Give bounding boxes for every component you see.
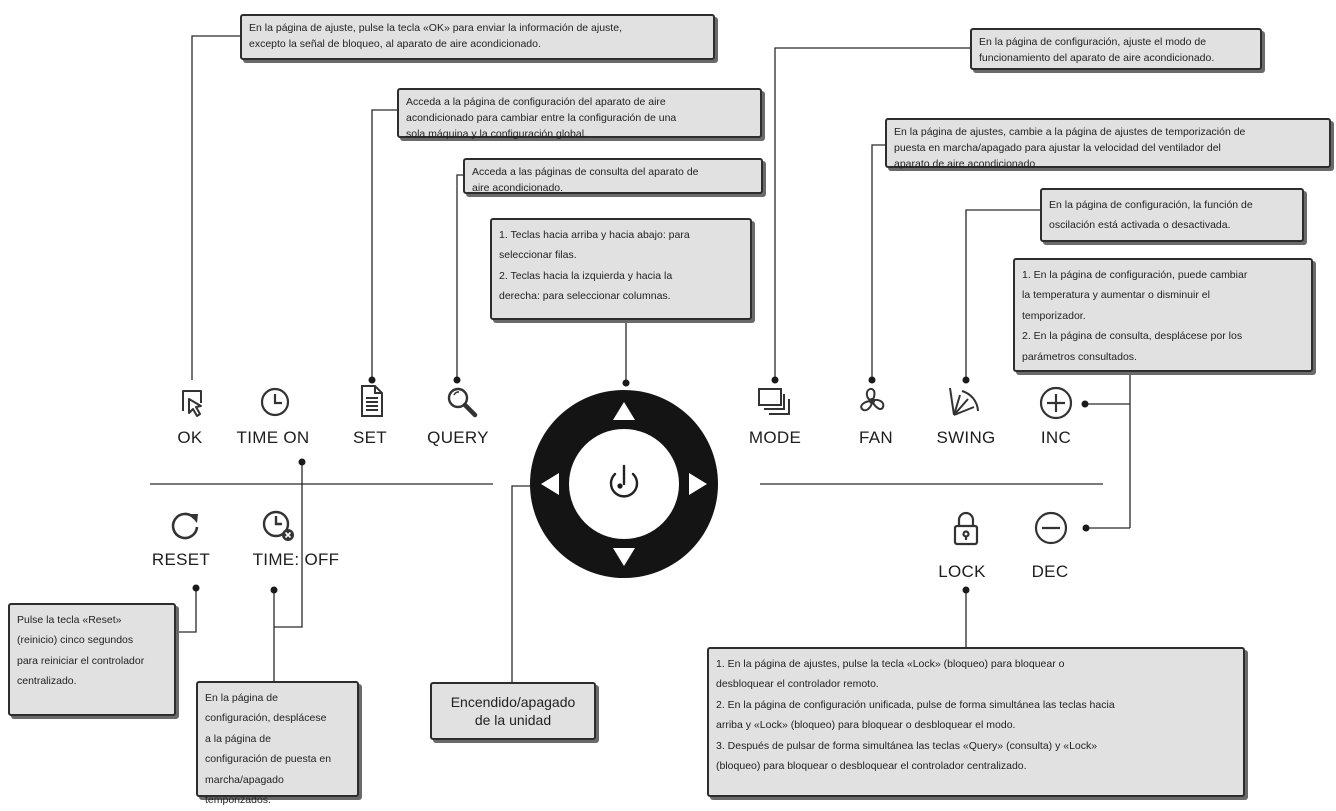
touch-icon[interactable]: [175, 385, 209, 419]
swing-connector: [965, 209, 1040, 380]
power-icon: [609, 464, 639, 498]
inc-label: INC: [1040, 428, 1072, 447]
set-label: SET: [353, 428, 387, 447]
time-connector-bridge: [274, 462, 303, 628]
plus-circle-icon[interactable]: [1039, 386, 1073, 420]
fan-label: FAN: [859, 428, 893, 447]
stacked-squares-icon[interactable]: [756, 386, 794, 420]
fan-icon[interactable]: [856, 385, 888, 417]
arrow-right-icon: [689, 473, 707, 495]
document-icon[interactable]: [358, 384, 386, 418]
clock-icon[interactable]: [259, 386, 291, 418]
reset-description: Pulse la tecla «Reset» (reinicio) cinco …: [8, 603, 176, 716]
lock-description: 1. En la página de ajustes, pulse la tec…: [707, 647, 1245, 797]
incdec-description: 1. En la página de configuración, puede …: [1013, 258, 1313, 372]
query-connector: [456, 174, 463, 380]
mode-description: En la página de configuración, ajuste el…: [970, 28, 1262, 70]
mode-label: MODE: [748, 428, 802, 447]
query-label: QUERY: [427, 428, 489, 447]
arrows-description: 1. Teclas hacia arriba y hacia abajo: pa…: [490, 218, 752, 320]
set-connector: [371, 109, 398, 380]
clock-off-icon[interactable]: [261, 509, 297, 543]
set-description: Acceda a la página de configuración del …: [397, 88, 762, 140]
swing-description: En la página de configuración, la funció…: [1040, 188, 1304, 242]
minus-circle-icon[interactable]: [1034, 511, 1068, 545]
reset-connector: [176, 588, 197, 633]
arrow-left-icon: [541, 473, 559, 495]
ok-description: En la página de ajuste, pulse la tecla «…: [240, 14, 715, 60]
direction-pad[interactable]: [528, 388, 720, 580]
mode-connector: [774, 47, 970, 380]
ok-connector: [191, 35, 240, 380]
arrow-down-icon: [613, 548, 635, 566]
swing-icon[interactable]: [944, 385, 982, 419]
magnifier-icon[interactable]: [445, 385, 479, 419]
reset-label: RESET: [151, 550, 211, 569]
swing-label: SWING: [936, 428, 996, 447]
time-on-label: TIME ON: [236, 428, 310, 447]
power-description: Encendido/apagado de la unidad: [430, 682, 596, 740]
arrow-up-icon: [613, 402, 635, 420]
fan-description: En la página de ajustes, cambie a la pág…: [885, 118, 1331, 170]
dec-label: DEC: [1031, 562, 1069, 581]
reset-icon[interactable]: [169, 510, 201, 542]
padlock-icon[interactable]: [950, 511, 982, 547]
lock-label: LOCK: [938, 562, 986, 581]
query-description: Acceda a las páginas de consulta del apa…: [463, 158, 763, 194]
fan-connector: [871, 144, 885, 380]
time-description: En la página de configuración, despláces…: [196, 681, 359, 806]
ok-label: OK: [177, 428, 203, 447]
time-off-label: TIME: OFF: [252, 550, 340, 569]
